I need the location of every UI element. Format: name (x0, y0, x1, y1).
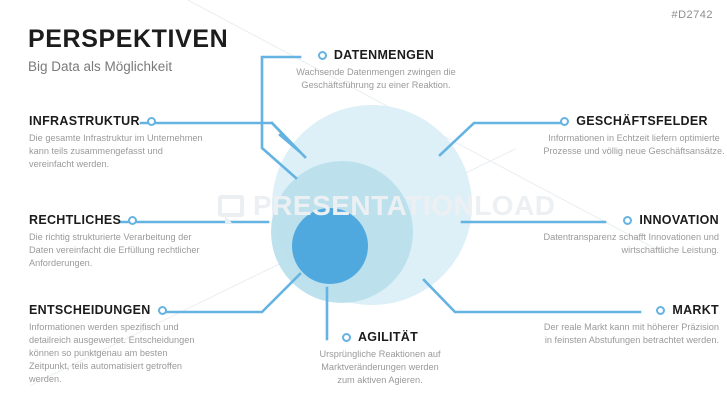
callout-infrastruktur[interactable]: INFRASTRUKTUR Die gesamte Infrastruktur … (29, 114, 244, 171)
callout-rechtliches[interactable]: RECHTLICHES Die richtig strukturierte Ve… (29, 213, 244, 270)
callout-body: Ursprüngliche Reaktionen auf Marktveränd… (319, 349, 441, 386)
callout-body: Die richtig strukturierte Verarbeitung d… (29, 232, 200, 269)
page-title: PERSPEKTIVEN (28, 25, 229, 53)
callout-body: Wachsende Datenmengen zwingen die Geschä… (296, 67, 456, 91)
callout-head: DATENMENGEN (276, 48, 476, 62)
callout-entscheidungen[interactable]: ENTSCHEIDUNGEN Informationen werden spez… (29, 303, 244, 386)
connector-dot-icon[interactable] (146, 116, 156, 126)
connector-dot-icon[interactable] (560, 116, 570, 126)
callout-body: Der reale Markt kann mit höherer Präzisi… (543, 322, 719, 346)
connector-dot-icon[interactable] (623, 215, 633, 225)
callout-title: INFRASTRUKTUR (29, 114, 140, 128)
callout-title: GESCHÄFTSFELDER (576, 114, 708, 128)
circle-inner (292, 208, 368, 284)
callout-body: Informationen in Echtzeit liefern optimi… (543, 133, 725, 157)
callout-title: DATENMENGEN (333, 48, 435, 62)
connector-dot-icon[interactable] (656, 305, 666, 315)
callout-title: RECHTLICHES (29, 213, 122, 227)
callout-head: INFRASTRUKTUR (29, 114, 244, 128)
connector-dot-icon[interactable] (317, 50, 327, 60)
callout-head: AGILITÄT (300, 330, 460, 344)
callout-geschaeftsfelder[interactable]: GESCHÄFTSFELDER Informationen in Echtzei… (541, 114, 727, 158)
callout-title: ENTSCHEIDUNGEN (29, 303, 151, 317)
connector-dot-icon[interactable] (157, 305, 167, 315)
page-subtitle: Big Data als Möglichkeit (28, 59, 173, 75)
callout-head: GESCHÄFTSFELDER (541, 114, 727, 128)
connector-entscheidungen (161, 272, 302, 314)
callout-body: Informationen werden spezifisch und deta… (29, 322, 195, 385)
header: PERSPEKTIVEN Big Data als Möglichkeit (28, 25, 229, 75)
connector-dot-icon[interactable] (341, 332, 351, 342)
document-id: #D2742 (671, 9, 713, 21)
connector-datenmengen (260, 55, 302, 180)
connector-dot-icon[interactable] (128, 215, 138, 225)
callout-head: INNOVATION (508, 213, 719, 227)
callout-markt[interactable]: MARKT Der reale Markt kann mit höherer P… (508, 303, 719, 347)
callout-title: AGILITÄT (357, 330, 419, 344)
callout-head: RECHTLICHES (29, 213, 244, 227)
callout-body: Die gesamte Infrastruktur im Unternehmen… (29, 133, 203, 170)
callout-datenmengen[interactable]: DATENMENGEN Wachsende Datenmengen zwinge… (276, 48, 476, 92)
callout-head: ENTSCHEIDUNGEN (29, 303, 244, 317)
connector-geschaeftsfelder (438, 121, 567, 157)
callout-body: Datentransparenz schafft Innovationen un… (543, 232, 719, 256)
callout-agilitaet[interactable]: AGILITÄT Ursprüngliche Reaktionen auf Ma… (300, 330, 460, 387)
connector-markt (422, 278, 642, 314)
callout-head: MARKT (508, 303, 719, 317)
callout-title: MARKT (672, 303, 719, 317)
callout-title: INNOVATION (639, 213, 719, 227)
connector-infrastruktur-b (270, 121, 307, 159)
callout-innovation[interactable]: INNOVATION Datentransparenz schafft Inno… (508, 213, 719, 257)
